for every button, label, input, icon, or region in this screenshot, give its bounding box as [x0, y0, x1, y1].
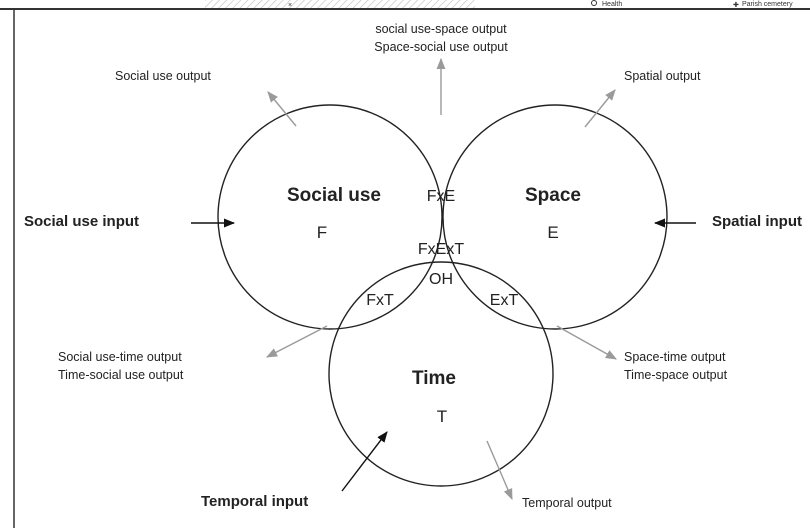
- space-time-output-label-1: Space-time output: [624, 350, 726, 364]
- intersection-all-code: OH: [429, 271, 453, 288]
- intersection-social-space-label: FxE: [427, 188, 455, 205]
- frame: [0, 8, 810, 528]
- spatial-output-arrow: [584, 89, 616, 128]
- hatched-map-area: [205, 0, 475, 8]
- social-use-output-arrow: [267, 91, 297, 127]
- health-legend-icon: [591, 0, 597, 6]
- social-time-output-label-1: Social use-time output: [58, 350, 182, 364]
- cemetery-legend-icon: ✚: [733, 1, 739, 9]
- temporal-output-label: Temporal output: [522, 496, 612, 510]
- social-use-title: Social use: [287, 185, 381, 206]
- social-use-output-label: Social use output: [115, 69, 211, 83]
- time-title: Time: [412, 368, 456, 389]
- social-use-code: F: [317, 223, 327, 242]
- space-time-output-arrow: [556, 325, 617, 360]
- temporal-output-arrow: [486, 440, 513, 501]
- space-circle: [442, 104, 668, 330]
- temporal-input-arrow: [341, 431, 388, 492]
- space-title: Space: [525, 185, 581, 206]
- social-time-output-label-2: Time-social use output: [58, 368, 184, 382]
- social-space-output-label-2: Space-social use output: [374, 40, 508, 54]
- time-code: T: [437, 407, 447, 426]
- map-x-marker: ×: [288, 2, 292, 9]
- time-circle: [328, 261, 554, 487]
- health-legend-label: Health: [602, 1, 622, 8]
- space-time-output-label-2: Time-space output: [624, 368, 728, 382]
- social-use-input-label: Social use input: [24, 213, 139, 230]
- intersection-all-label: FxExT: [418, 241, 464, 258]
- social-space-output-label-1: social use-space output: [375, 22, 507, 36]
- cemetery-legend-label: Parish cemetery: [742, 1, 793, 8]
- temporal-input-label: Temporal input: [201, 493, 308, 510]
- social-time-output-arrow: [266, 325, 328, 358]
- intersection-space-time-label: ExT: [490, 292, 519, 309]
- space-code: E: [547, 223, 558, 242]
- cropped-map-strip: × Health ✚ Parish cemetery: [205, 0, 793, 9]
- social-use-circle: [217, 104, 443, 330]
- spatial-input-label: Spatial input: [712, 213, 802, 230]
- spatial-output-label: Spatial output: [624, 69, 701, 83]
- intersection-social-time-label: FxT: [366, 292, 394, 309]
